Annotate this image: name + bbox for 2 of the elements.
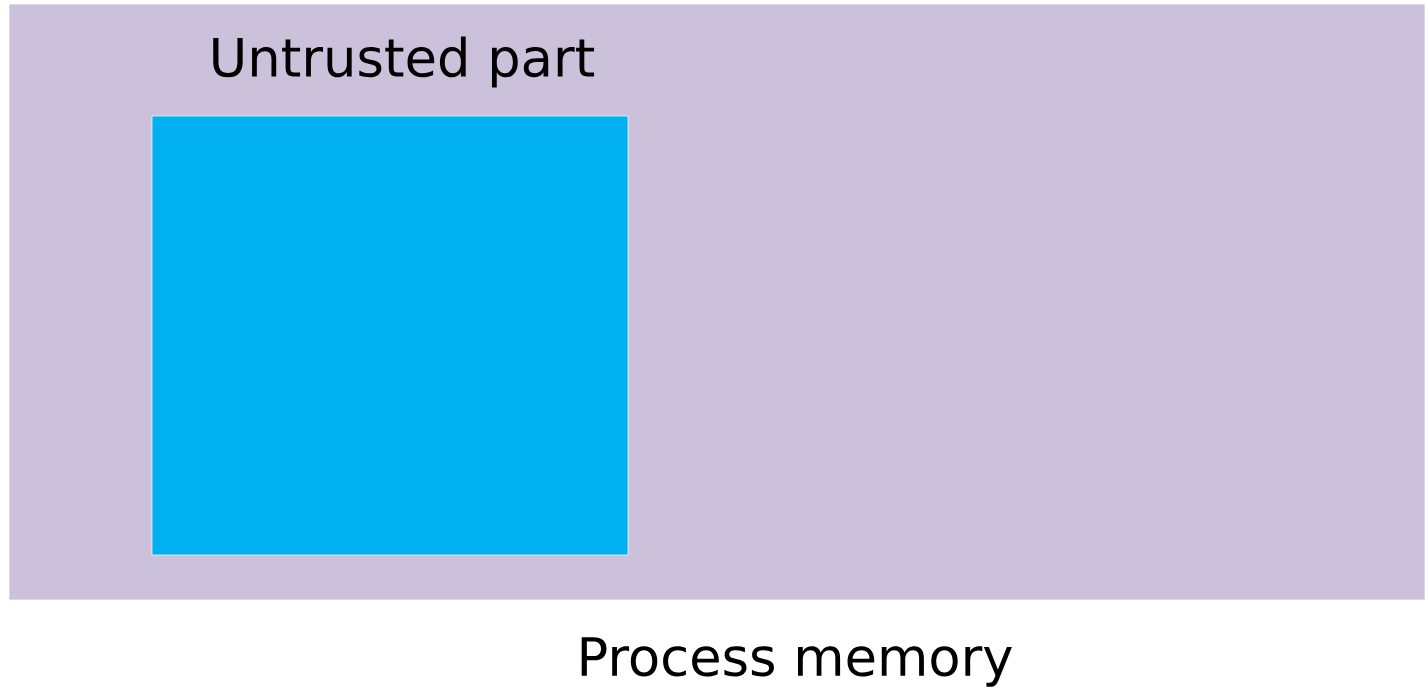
box-heading: Process memory: [581, 637, 1012, 687]
box-heading: Untrusted part: [213, 36, 595, 88]
